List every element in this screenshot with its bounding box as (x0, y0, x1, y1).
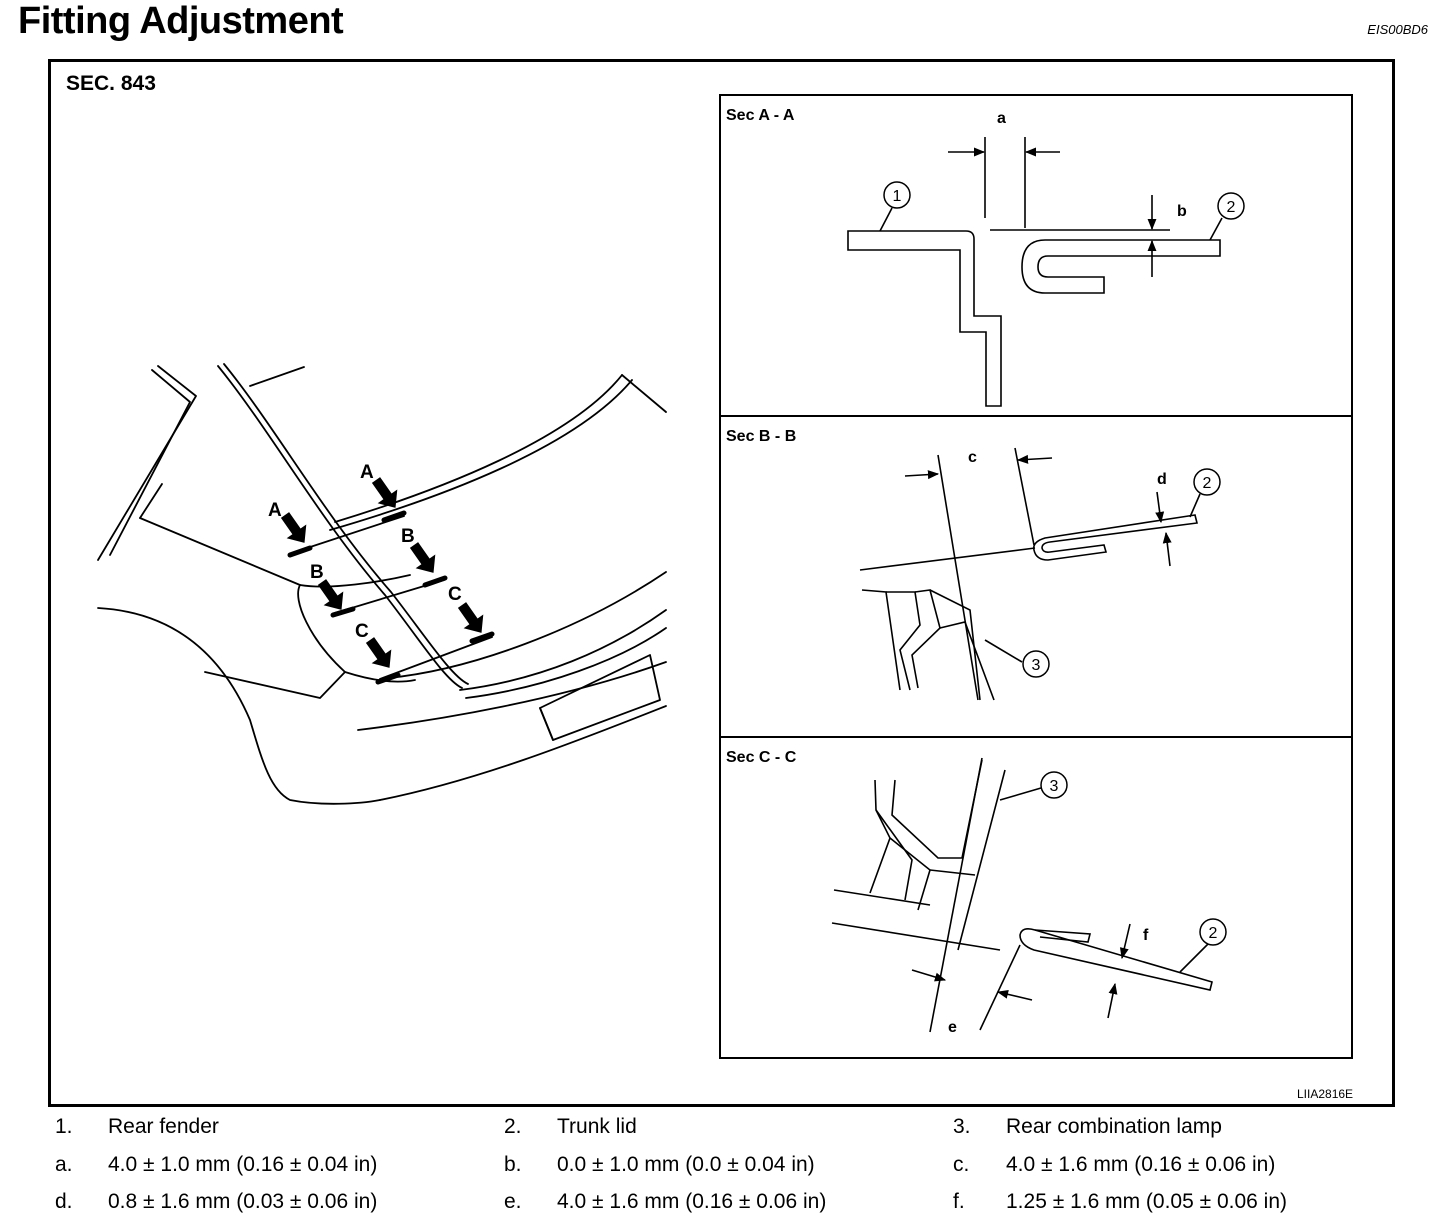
svg-text:1: 1 (893, 188, 902, 205)
legend-key: e. (504, 1190, 522, 1213)
callout-1-sec-a: 1 (883, 181, 911, 209)
dim-label-a: a (997, 110, 1006, 127)
arrow-label-b2: B (401, 526, 415, 547)
callout-2-sec-b: 2 (1193, 468, 1221, 496)
legend-key: a. (55, 1153, 73, 1176)
svg-text:2: 2 (1227, 199, 1236, 216)
legend-key: d. (55, 1190, 73, 1213)
section-arrows (280, 477, 484, 668)
section-panels-box (719, 94, 1353, 1059)
panel-title-a: Sec A - A (726, 107, 795, 124)
svg-text:3: 3 (1032, 657, 1041, 674)
section-arrow-c1 (365, 637, 392, 668)
figure-id-label: LIIA2816E (1297, 1087, 1354, 1101)
arrow-label-c1: C (355, 621, 369, 642)
callout-2-sec-a: 2 (1217, 192, 1245, 220)
legend-key: c. (953, 1153, 970, 1176)
section-number-label: SEC. 843 (66, 72, 156, 95)
section-arrow-b1 (317, 579, 344, 610)
dim-label-e: e (948, 1019, 957, 1036)
legend-text: 1.25 ± 1.6 mm (0.05 ± 0.06 in) (1006, 1190, 1288, 1213)
section-arrow-c2 (457, 602, 484, 633)
arrow-label-a1: A (268, 500, 282, 521)
section-arrow-b2 (409, 542, 436, 573)
callout-2-sec-c: 2 (1199, 918, 1227, 946)
callout-3-sec-c: 3 (1040, 771, 1068, 799)
svg-text:2: 2 (1209, 925, 1218, 942)
legend-text: Rear fender (108, 1115, 219, 1138)
legend-text: 4.0 ± 1.0 mm (0.16 ± 0.04 in) (108, 1153, 378, 1176)
panel-title-c: Sec C - C (726, 749, 797, 766)
legend-text: 4.0 ± 1.6 mm (0.16 ± 0.06 in) (1006, 1153, 1276, 1176)
legend-key: 2. (504, 1115, 522, 1138)
arrow-label-a2: A (360, 462, 374, 483)
section-c-drawing (831, 757, 1213, 1033)
legend-text: 4.0 ± 1.6 mm (0.16 ± 0.06 in) (557, 1190, 827, 1213)
section-arrow-a1 (280, 512, 307, 543)
legend-text: Rear combination lamp (1006, 1115, 1222, 1138)
legend-text: 0.0 ± 1.0 mm (0.0 ± 0.04 in) (557, 1153, 815, 1176)
svg-text:3: 3 (1050, 778, 1059, 795)
panel-title-b: Sec B - B (726, 428, 796, 445)
legend-key: b. (504, 1153, 522, 1176)
figure-frame (48, 59, 1395, 1107)
page-title: Fitting Adjustment (18, 0, 344, 42)
arrow-label-c2: C (448, 584, 462, 605)
arrow-label-b1: B (310, 562, 324, 583)
dim-label-d: d (1157, 471, 1167, 488)
legend-text: 0.8 ± 1.6 mm (0.03 ± 0.06 in) (108, 1190, 378, 1213)
document-id: EIS00BD6 (1367, 22, 1428, 37)
dim-label-c: c (968, 449, 977, 466)
section-arrow-a2 (371, 477, 398, 508)
dim-label-b: b (1177, 203, 1187, 220)
section-a-drawing (847, 137, 1223, 407)
legend-key: 3. (953, 1115, 971, 1138)
dim-label-f: f (1143, 927, 1149, 944)
legend-key: 1. (55, 1115, 73, 1138)
legend-text: Trunk lid (557, 1115, 637, 1138)
svg-text:2: 2 (1203, 475, 1212, 492)
section-b-drawing (859, 447, 1201, 701)
legend-key: f. (953, 1190, 965, 1213)
callout-3-sec-b: 3 (1022, 650, 1050, 678)
car-rear-illustration (97, 363, 667, 805)
